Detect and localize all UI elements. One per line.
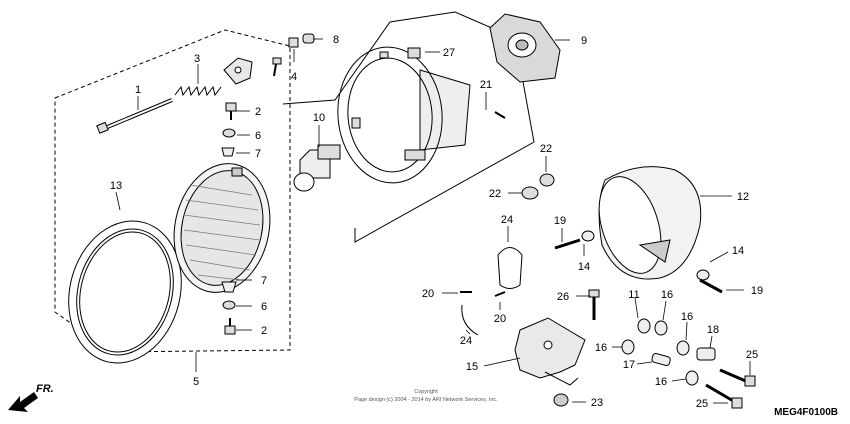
- callout-11: 11: [628, 289, 639, 301]
- callout-16-b: 16: [595, 342, 607, 354]
- callout-9: 9: [581, 35, 587, 47]
- stay-part-15: [514, 317, 586, 386]
- callout-2-lower: 2: [261, 325, 267, 337]
- bolt-part-19-right: [699, 278, 723, 294]
- callout-20-right: 20: [494, 313, 506, 325]
- callout-19-right: 19: [751, 285, 763, 297]
- callout-12: 12: [737, 191, 749, 203]
- callout-numbers: 1 3 2 6 7 4 8 10 13 7 6 2 5 27 21 9 22 2…: [110, 34, 763, 410]
- bolt-part-1: [96, 98, 173, 134]
- collar-part-11: [637, 318, 651, 334]
- callout-24-lower: 24: [460, 335, 472, 347]
- adjuster-bracket: [223, 57, 282, 85]
- callout-7-upper: 7: [255, 148, 261, 160]
- callout-7-lower: 7: [261, 275, 267, 287]
- collar-part-16-c: [676, 340, 690, 356]
- callout-19-left: 19: [554, 215, 566, 227]
- callout-14-left: 14: [578, 261, 590, 273]
- callout-16-c: 16: [681, 311, 693, 323]
- callout-1: 1: [135, 84, 141, 96]
- callout-26: 26: [557, 291, 569, 303]
- callout-3: 3: [194, 53, 200, 65]
- callout-25-lower: 25: [696, 398, 708, 410]
- callout-21: 21: [480, 79, 492, 91]
- callout-23: 23: [591, 397, 603, 409]
- headlight-unit: [173, 163, 271, 293]
- collar-part-16-b: [621, 339, 635, 355]
- housing-boundary: [282, 11, 535, 243]
- grommet-part-14-right: [696, 269, 710, 281]
- callout-6-lower: 6: [261, 301, 267, 313]
- clip-part-7-upper: [221, 147, 235, 157]
- callout-6-upper: 6: [255, 130, 261, 142]
- washer-part-6-lower: [222, 300, 236, 310]
- copyright-line-2: Page design (c) 2004 - 2014 by ARI Netwo…: [354, 397, 498, 403]
- cap-part-23: [553, 393, 569, 407]
- screw-part-20-right: [494, 291, 506, 297]
- bolt-part-19-left: [554, 238, 581, 250]
- spacer-part-18: [696, 347, 716, 361]
- nut-part-22-lower: [521, 186, 539, 200]
- grommet-part-14-left: [581, 230, 595, 242]
- copyright-line-1: Copyright: [414, 389, 438, 395]
- callout-13: 13: [110, 180, 122, 192]
- callout-27: 27: [443, 47, 455, 59]
- collar-part-16-d: [685, 370, 699, 386]
- callout-16-a: 16: [661, 289, 673, 301]
- clamp-part-24-lower: [461, 304, 479, 336]
- nut-part-22-upper: [539, 173, 555, 187]
- clip-part-7-lower: [221, 281, 237, 293]
- bolt-part-26: [588, 289, 600, 320]
- callout-18: 18: [707, 324, 719, 336]
- assembly-boundary: [54, 29, 291, 353]
- callout-24-upper: 24: [501, 214, 513, 226]
- screw-part-21: [494, 111, 506, 119]
- spacer-part-17: [651, 353, 671, 367]
- fr-arrow-icon: [8, 392, 38, 412]
- bulb-part-10: [293, 144, 341, 192]
- callout-15: 15: [466, 361, 478, 373]
- callout-14-right: 14: [732, 245, 744, 257]
- leader-lines: [115, 38, 751, 404]
- callout-20-left: 20: [422, 288, 434, 300]
- nut-part-8: [302, 33, 315, 44]
- callout-2-upper: 2: [255, 106, 261, 118]
- callout-5: 5: [193, 376, 199, 388]
- spring-part-3: [174, 85, 222, 97]
- screw-part-2-upper: [225, 102, 237, 120]
- shell-part-12: [598, 166, 702, 280]
- diagram-code: MEG4F0100B: [774, 407, 838, 418]
- washer-part-6-upper: [222, 128, 236, 138]
- callout-16-d: 16: [655, 376, 667, 388]
- bolt-part-25-upper: [719, 368, 756, 387]
- cover-part-9: [489, 13, 561, 83]
- callout-10: 10: [313, 112, 325, 124]
- clamp-part-24-upper: [497, 247, 523, 289]
- nut-part-4: [288, 37, 299, 48]
- fr-direction-marker: FR.: [8, 383, 54, 412]
- fr-label: FR.: [36, 383, 54, 395]
- callout-25-upper: 25: [746, 349, 758, 361]
- rim-part-13: [68, 220, 182, 364]
- screw-part-2-lower: [224, 318, 236, 335]
- callout-4: 4: [291, 71, 297, 83]
- callout-17: 17: [623, 359, 635, 371]
- collar-part-16-a: [654, 320, 668, 336]
- bolt-part-25-lower: [705, 383, 743, 409]
- headlight-case: [337, 46, 471, 184]
- callout-22-lower: 22: [489, 188, 501, 200]
- callout-22-upper: 22: [540, 143, 552, 155]
- callout-8: 8: [333, 34, 339, 46]
